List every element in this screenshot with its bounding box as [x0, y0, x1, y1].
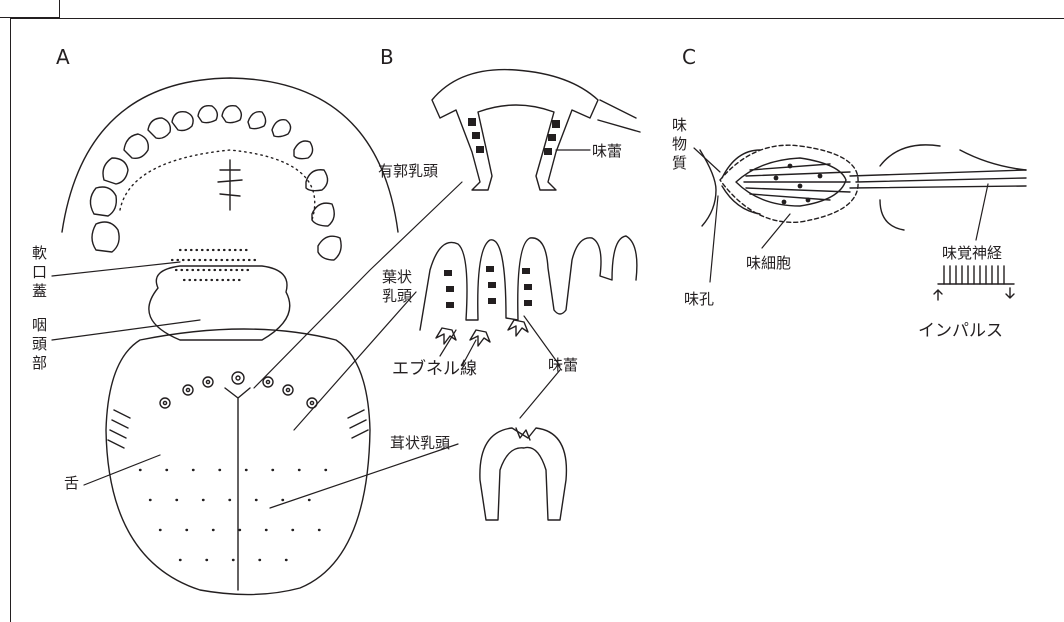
label-taste-substance: 味物質	[672, 116, 688, 173]
label-circumvallate-papilla: 有郭乳頭	[378, 162, 438, 181]
panel-label-b: B	[380, 46, 394, 68]
label-soft-palate: 軟口蓋	[32, 244, 48, 301]
label-taste-cell: 味細胞	[746, 254, 791, 273]
foliate-papilla-drawing	[420, 236, 637, 346]
label-tongue: 舌	[64, 474, 79, 493]
label-taste-bud-middle: 味蕾	[548, 356, 578, 375]
label-fungiform-papilla: 茸状乳頭	[390, 434, 450, 453]
label-taste-bud-top: 味蕾	[592, 142, 622, 161]
label-taste-nerve: 味覚神経	[942, 244, 1002, 263]
impulse-trace	[934, 266, 1014, 300]
circumvallate-papilla-drawing	[432, 70, 640, 190]
fungiform-papilla-drawing	[480, 428, 567, 520]
label-taste-pore: 味孔	[684, 290, 714, 309]
label-pharynx: 咽頭部	[32, 316, 48, 373]
label-impulse: インパルス	[918, 322, 1003, 341]
panel-a-leader-lines	[52, 262, 200, 485]
upper-jaw-drawing	[62, 78, 398, 260]
taste-bud-drawing	[700, 145, 1026, 230]
panel-label-c: C	[682, 46, 696, 68]
tongue-drawing	[106, 266, 370, 595]
panel-label-a: A	[56, 46, 70, 68]
soft-palate-dots	[172, 250, 256, 280]
label-ebner-glands: エブネル線	[392, 360, 477, 379]
label-foliate-papilla: 葉状乳頭	[382, 268, 416, 306]
